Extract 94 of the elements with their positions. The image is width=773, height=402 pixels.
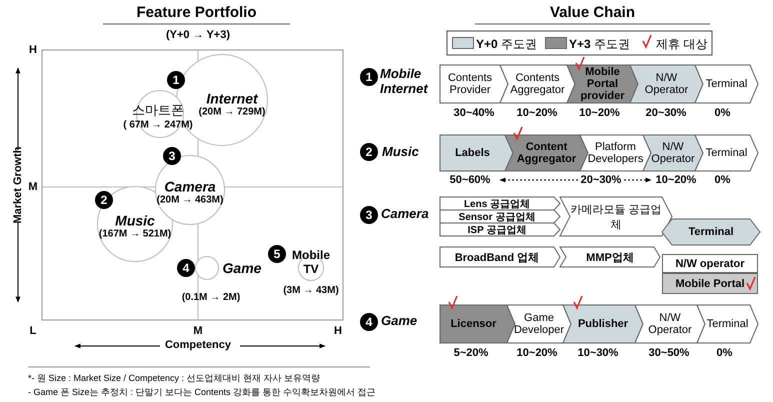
market-size-value: (0.1M → 2M) [180,292,242,303]
chevron-box [440,223,560,236]
market-size-value: ( 67M → 247M) [123,120,193,130]
axis-title: Market Growth [12,146,24,226]
chevron-box [697,305,758,343]
bubble-label: Mobile TV [291,248,331,276]
chevron-box [440,197,560,210]
share-value: 20~30% [644,107,688,119]
market-size-value: (20M → 463M) [156,194,224,206]
box-label: Terminal [706,78,748,90]
chevron-box [440,247,560,267]
box-label: Content Aggregator [516,141,578,165]
arrow-box [662,219,760,245]
box-label: Contents Aggregator [509,72,566,96]
market-size-value: (3M → 43M) [282,285,340,296]
bubble-circle [195,256,219,280]
box-label: ISP 공급업체 [468,224,526,236]
bubble-label: Internet [205,90,259,106]
axis-title: Competency [164,339,232,351]
box-label: Sensor 공급업체 [458,210,536,224]
share-value: 0% [714,174,732,186]
number-badge: 4 [177,259,195,277]
number-badge: 2 [360,143,378,161]
share-value: 20~30% [580,174,622,186]
label-box [662,273,758,294]
share-value: 0% [716,347,734,359]
chevron-box [695,65,758,103]
heading: Feature Portfolio [135,4,258,21]
number-badge: 4 [360,313,378,331]
box-label: Labels [455,147,490,159]
chevron-box [560,197,672,236]
axis-tick-label: M [27,181,39,193]
box-label: Game Developer [514,312,564,336]
bubble-label: 스마트폰 [131,102,185,120]
subheading: (Y+0 → Y+3) [165,29,231,41]
row-title: Camera [381,206,430,221]
box-label: Mobile Portal [675,278,745,290]
box-label: MMP업체 [586,250,634,264]
box-label: Publisher [578,318,628,330]
number-badge: 3 [163,147,181,165]
axis-tick-label: L [28,325,38,337]
box-label: Lens 공급업체 [464,198,530,210]
footnote: *- 원 Size : Market Size / Competency : 선도업체대비 현재 자사 보유역량 [28,372,322,385]
share-value: 10~20% [516,347,558,359]
chevron-box [440,65,508,103]
share-value: 30~40% [452,107,496,119]
row-title: Game [381,313,418,328]
number-badge: 1 [167,71,185,89]
chevron-box [695,135,758,171]
box-label: Terminal [706,318,748,330]
box-label: Licensor [450,318,496,330]
bubble-label: Game [222,260,262,276]
share-value: 0% [714,107,732,119]
number-badge: 2 [95,191,113,209]
share-value: 5~20% [452,347,490,359]
chevron-box [440,135,513,171]
legend-label: Y+0 주도권 [476,36,538,53]
number-badge: 5 [268,245,286,263]
box-label: Terminal [706,147,748,159]
box-label: BroadBand 업체 [454,250,540,264]
axis-tick-label: M [192,325,204,337]
row-title: Mobile Internet [380,66,430,96]
share-value: 50~60% [448,174,492,186]
number-badge: 3 [360,206,378,224]
number-badge: 1 [360,68,378,86]
box-label: N/W Operator [644,72,690,96]
chevron-box [440,305,515,343]
box-label: N/W Operator [647,312,693,336]
axis-tick-label: H [333,325,343,337]
share-value: 10~20% [578,107,621,119]
legend-label: Y+3 주도권 [569,36,630,53]
footnote: - Game 폰 Size는 추정치 : 단말기 보다는 Contents 강화를 통한 수익확보차원에서 접근 [28,386,377,399]
share-value: 30~50% [648,347,690,359]
share-value: 10~20% [654,174,698,186]
market-size-value: (20M → 729M) [198,106,266,118]
box-label: Mobile Portal provider [579,66,626,102]
row-title: Music [382,144,420,159]
box-label: 카메라모듈 공급업체 [570,202,662,232]
box-label: Platform Developers [588,141,644,165]
label-box [662,254,758,273]
chevron-box [440,210,560,223]
market-size-value: (167M → 521M) [98,228,172,240]
box-label: N/W Operator [651,141,695,165]
box-label: Contents Provider [446,72,494,96]
chevron-box [560,247,660,267]
heading: Value Chain [548,4,636,21]
axis-tick-label: H [28,44,38,56]
box-label: N/W operator [675,258,745,270]
box-label: Terminal [688,226,734,238]
share-value: 10~30% [576,347,620,359]
bubble-label: Camera [163,178,217,194]
legend-label: 제휴 대상 [656,36,708,53]
share-value: 10~20% [516,107,558,119]
bubble-label: Music [114,212,156,228]
